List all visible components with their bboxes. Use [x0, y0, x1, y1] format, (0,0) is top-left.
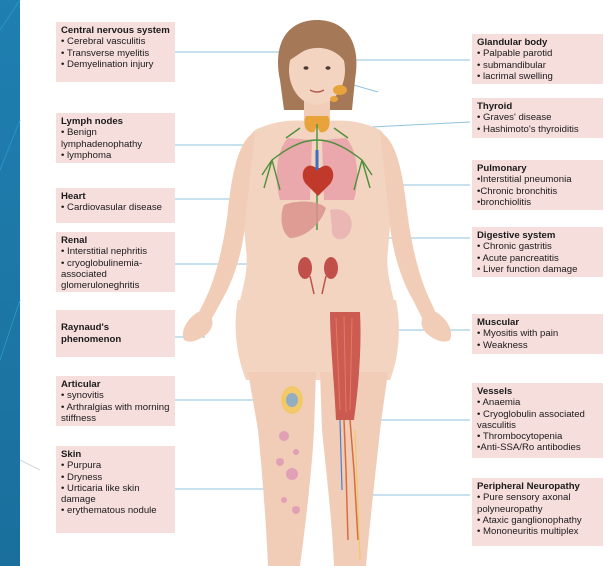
- thyroid-item: • Graves' disease: [477, 112, 598, 123]
- thyroid-title: Thyroid: [477, 101, 598, 112]
- pulmonary-item: •Chronic bronchitis: [477, 186, 598, 197]
- left-hand: [183, 312, 213, 342]
- glandular-box: Glandular body • Palpable parotid • subm…: [472, 34, 603, 84]
- muscular-item: • Weakness: [477, 340, 598, 351]
- renal-item: • Interstitial nephritis: [61, 246, 170, 257]
- cns-item: • Demyelination injury: [61, 59, 170, 70]
- raynaud-box: Raynaud's phenomenon: [56, 310, 175, 357]
- heart-box: Heart • Cardiovasular disease: [56, 188, 175, 223]
- pulmonary-item: •Interstitial pneumonia: [477, 174, 598, 185]
- lymph-item: • Benign lymphadenophathy: [61, 127, 170, 150]
- neuropathy-box: Peripheral Neuropathy • Pure sensory axo…: [472, 478, 603, 546]
- heart-item: • Cardiovasular disease: [61, 202, 170, 213]
- glandular-item: • Palpable parotid: [477, 48, 598, 59]
- cns-item: • Transverse myelitis: [61, 48, 170, 59]
- vessels-item: • Thrombocytopenia: [477, 431, 598, 442]
- skin-box: Skin • Purpura • Dryness • Urticaria lik…: [56, 446, 175, 533]
- skin-item: • Urticaria like skin damage: [61, 483, 170, 506]
- digestive-title: Digestive system: [477, 230, 598, 241]
- lymph-nodes-box: Lymph nodes • Benign lymphadenophathy • …: [56, 113, 175, 163]
- articular-item: • synovitis: [61, 390, 170, 401]
- renal-item: • cryoglobulinemia-associated glomerulon…: [61, 258, 170, 292]
- muscular-box: Muscular • Myositis with pain • Weakness: [472, 314, 603, 354]
- cns-box: Central nervous system • Cerebral vascul…: [56, 22, 175, 82]
- glandular-item: • lacrimal swelling: [477, 71, 598, 82]
- muscular-title: Muscular: [477, 317, 598, 328]
- skin-title: Skin: [61, 449, 170, 460]
- raynaud-title: Raynaud's phenomenon: [61, 322, 170, 345]
- cns-title: Central nervous system: [61, 25, 170, 36]
- digestive-item: • Liver function damage: [477, 264, 598, 275]
- vessels-item: • Cryoglobulin associated vasculitis: [477, 409, 598, 432]
- neuropathy-item: • Ataxic ganglionophathy: [477, 515, 598, 526]
- pulmonary-item: •bronchiolitis: [477, 197, 598, 208]
- muscular-item: • Myositis with pain: [477, 328, 598, 339]
- skin-item: • erythematous nodule: [61, 505, 170, 516]
- heart-title: Heart: [61, 191, 170, 202]
- left-kidney: [298, 257, 312, 279]
- thyroid-box: Thyroid • Graves' disease • Hashimoto's …: [472, 98, 603, 138]
- vessels-title: Vessels: [477, 386, 598, 397]
- knee-joint: [281, 386, 303, 414]
- vessels-box: Vessels • Anaemia • Cryoglobulin associa…: [472, 383, 603, 458]
- neuropathy-item: • Pure sensory axonal polyneuropathy: [477, 492, 598, 515]
- skin-item: • Purpura: [61, 460, 170, 471]
- neuropathy-title: Peripheral Neuropathy: [477, 481, 598, 492]
- hips: [236, 300, 399, 380]
- pulmonary-title: Pulmonary: [477, 163, 598, 174]
- cns-item: • Cerebral vasculitis: [61, 36, 170, 47]
- digestive-box: Digestive system • Chronic gastritis • A…: [472, 227, 603, 277]
- vessels-item: •Anti-SSA/Ro antibodies: [477, 442, 598, 453]
- digestive-item: • Acute pancreatitis: [477, 253, 598, 264]
- parotid-gland: [333, 85, 347, 95]
- renal-box: Renal • Interstitial nephritis • cryoglo…: [56, 232, 175, 292]
- glandular-item: • submandibular: [477, 60, 598, 71]
- digestive-item: • Chronic gastritis: [477, 241, 598, 252]
- articular-box: Articular • synovitis • Arthralgias with…: [56, 376, 175, 426]
- lymph-item: • lymphoma: [61, 150, 170, 161]
- articular-item: • Arthralgias with morning stiffness: [61, 402, 170, 425]
- thyroid-item: • Hashimoto's thyroiditis: [477, 124, 598, 135]
- glandular-title: Glandular body: [477, 37, 598, 48]
- skin-item: • Dryness: [61, 472, 170, 483]
- renal-title: Renal: [61, 235, 170, 246]
- articular-title: Articular: [61, 379, 170, 390]
- neuropathy-item: • Mononeuritis multiplex: [477, 526, 598, 537]
- right-hand: [422, 312, 452, 342]
- vessels-item: • Anaemia: [477, 397, 598, 408]
- right-kidney: [324, 257, 338, 279]
- lymph-title: Lymph nodes: [61, 116, 170, 127]
- pulmonary-box: Pulmonary •Interstitial pneumonia •Chron…: [472, 160, 603, 210]
